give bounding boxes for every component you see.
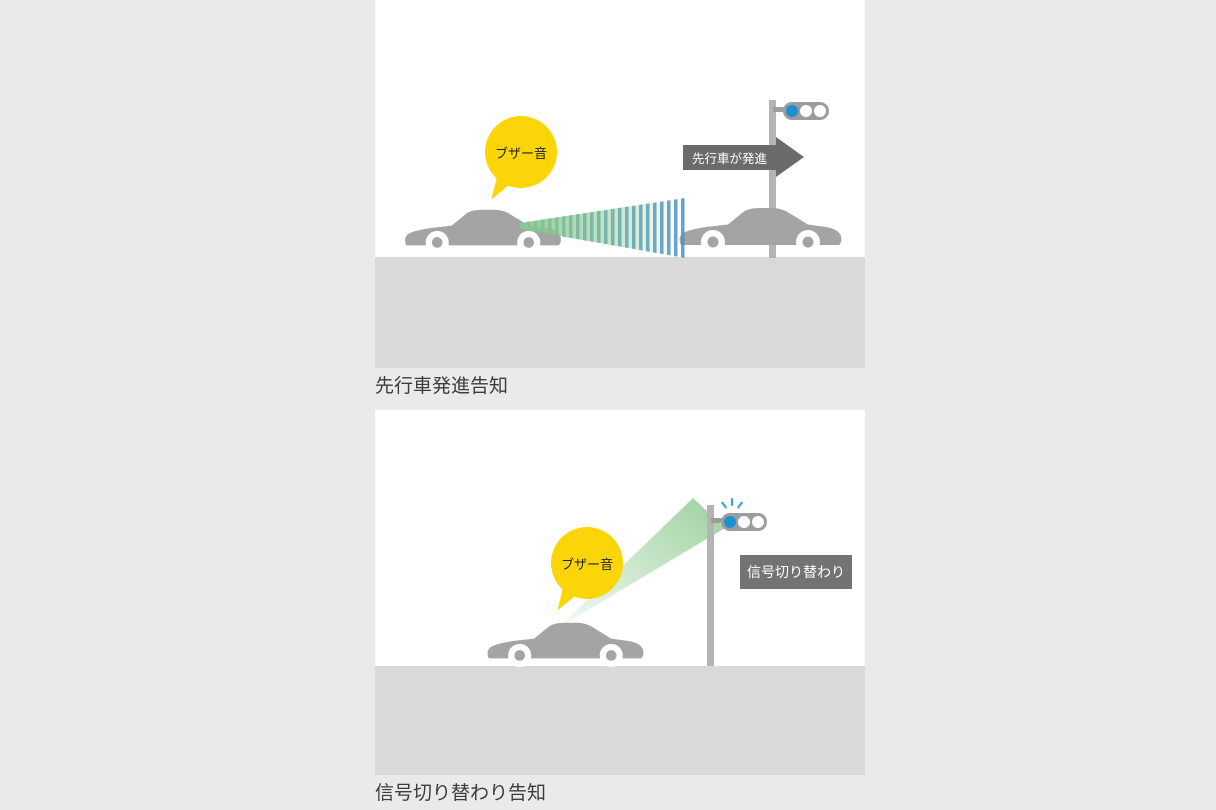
light-off xyxy=(800,105,812,117)
departure-arrow: 先行車が発進 xyxy=(683,137,805,177)
scene-signal-change: 信号切り替わり ブザー音 xyxy=(375,410,865,775)
signal-arm xyxy=(711,518,725,523)
sensor-beam-icon xyxy=(520,198,685,258)
arrow-head-icon xyxy=(776,137,805,177)
traffic-light-icon xyxy=(783,102,829,120)
road xyxy=(375,257,865,368)
car-icon-own xyxy=(480,615,650,668)
signal-change-label: 信号切り替わり xyxy=(740,555,852,589)
buzzer-speech-bubble: ブザー音 xyxy=(485,116,557,204)
signal-pole xyxy=(769,100,776,258)
signal-pole xyxy=(707,505,714,666)
panel-caption: 先行車発進告知 xyxy=(375,375,509,397)
buzzer-label: ブザー音 xyxy=(494,146,547,162)
light-off xyxy=(814,105,826,117)
light-off xyxy=(738,516,750,528)
bubble-tail xyxy=(491,176,515,204)
green-light-on xyxy=(786,105,798,117)
car-icon-own xyxy=(400,202,565,255)
green-light-on xyxy=(724,516,736,528)
flash-marks-icon xyxy=(720,498,744,510)
departure-arrow-label: 先行車が発進 xyxy=(683,144,777,170)
scene-departure: 先行車が発進 ブザー音 xyxy=(375,0,865,368)
panel-preceding-car-departure: 先行車が発進 ブザー音 xyxy=(375,0,865,398)
traffic-light-icon xyxy=(721,513,767,531)
light-off xyxy=(752,516,764,528)
road xyxy=(375,666,865,775)
car-icon-preceding xyxy=(675,200,845,255)
buzzer-label: ブザー音 xyxy=(560,557,613,573)
signal-arm xyxy=(773,107,787,112)
panel-signal-change: 信号切り替わり ブザー音 信号切り替わり告知 xyxy=(375,410,865,805)
buzzer-speech-bubble: ブザー音 xyxy=(551,527,623,615)
panel-caption: 信号切り替わり告知 xyxy=(375,782,547,804)
